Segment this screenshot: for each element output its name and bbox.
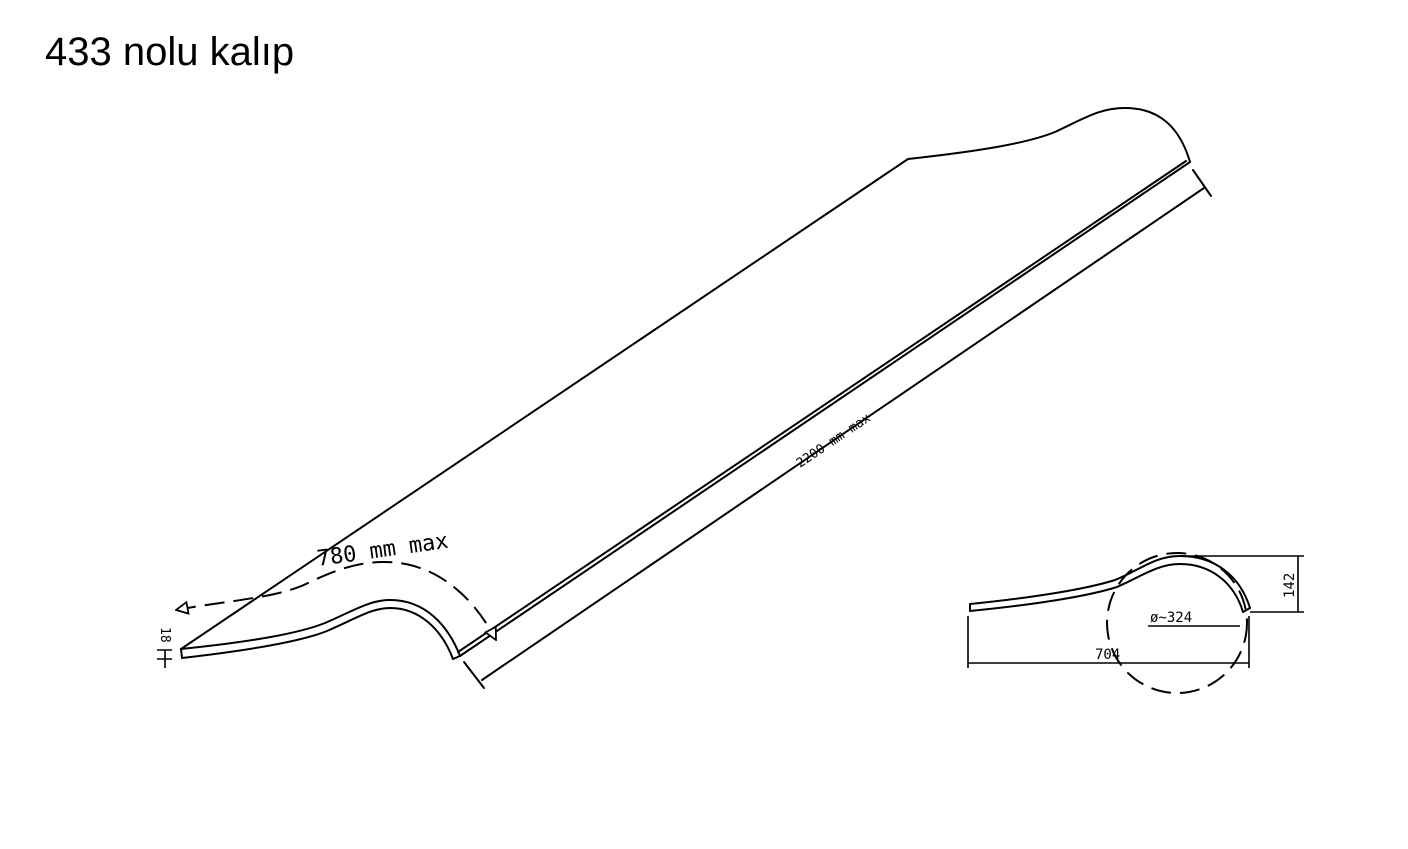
thickness-dim-label: 18	[157, 627, 172, 643]
thickness-dim-line	[157, 649, 172, 668]
far-edge-line	[180, 158, 909, 650]
section-profile-inner	[969, 563, 1244, 613]
profile-width-dim	[967, 616, 1250, 668]
far-profile-curve	[907, 107, 1191, 163]
profile-width-label: 704	[1095, 647, 1120, 663]
width-arc-dimension	[176, 560, 496, 640]
length-dim-label: 2200 mm max	[794, 411, 874, 472]
length-dim-ext-left	[463, 661, 485, 689]
width-arc-label: 780 mm max	[315, 529, 450, 572]
section-right-cap	[1242, 607, 1251, 613]
length-dim-ext-right	[1192, 169, 1212, 197]
page-title: 433 nolu kalıp	[45, 30, 295, 74]
near-profile-right-cap	[452, 655, 461, 660]
near-profile-inner	[181, 607, 454, 660]
length-dim-line	[481, 187, 1205, 681]
profile-height-dim	[1180, 555, 1304, 613]
near-long-edge	[459, 161, 1191, 657]
section-profile-outer	[969, 555, 1251, 609]
section-view: 704 142 ø~324	[967, 552, 1304, 694]
diameter-circle	[1106, 552, 1248, 694]
near-profile-outer	[180, 599, 461, 657]
profile-height-label: 142	[1282, 573, 1298, 598]
near-profile-left-cap	[180, 648, 183, 659]
near-long-edge-inner	[457, 160, 1187, 653]
diameter-label: ø~324	[1150, 610, 1192, 626]
